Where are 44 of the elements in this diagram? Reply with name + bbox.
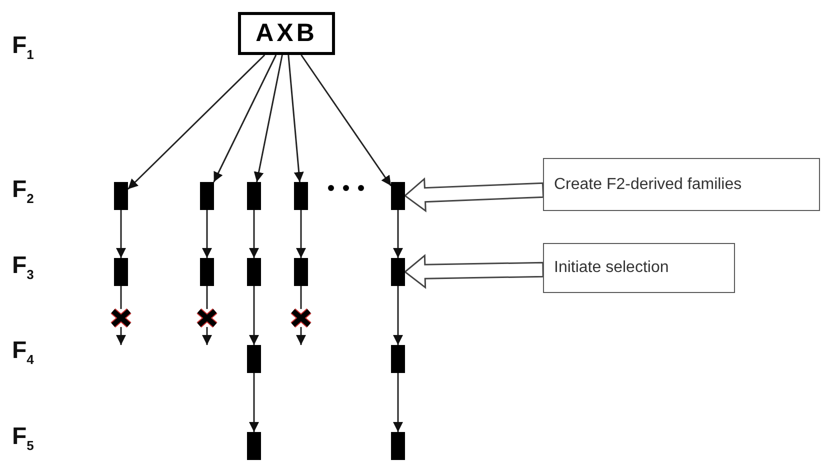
- arrow: [127, 54, 266, 190]
- cross-label-box: AXB: [238, 12, 335, 55]
- arrow: [116, 327, 126, 345]
- callout-box: Create F2-derived families: [543, 158, 820, 211]
- generation-bar: [200, 258, 214, 286]
- generation-bar: [114, 258, 128, 286]
- arrow: [296, 327, 306, 345]
- arrow: [249, 210, 259, 258]
- generation-bar: [247, 432, 261, 460]
- cross-mark-icon: [291, 309, 311, 327]
- arrow: [393, 286, 403, 345]
- generation-bar: [247, 345, 261, 373]
- generation-label: F$_{2}$: [12, 176, 34, 206]
- arrow: [249, 373, 259, 432]
- generation-bar: [391, 182, 405, 210]
- arrow: [249, 286, 259, 345]
- generation-label: F$_{4}$: [12, 337, 34, 367]
- generation-bar: [391, 258, 405, 286]
- callout-box: Initiate selection: [543, 243, 735, 293]
- arrow: [296, 210, 306, 258]
- arrow: [116, 210, 126, 258]
- arrow: [288, 54, 304, 182]
- generation-bar: [200, 182, 214, 210]
- arrow: [254, 54, 283, 182]
- generation-bar: [391, 345, 405, 373]
- arrow: [300, 54, 392, 186]
- generation-bar: [391, 432, 405, 460]
- cross-mark-icon: [111, 309, 131, 327]
- generation-bar: [294, 258, 308, 286]
- generation-bar: [294, 182, 308, 210]
- generation-label: F$_{5}$: [12, 423, 34, 453]
- generation-bar: [247, 258, 261, 286]
- arrow: [202, 210, 212, 258]
- cross-mark-icon: [197, 309, 217, 327]
- generation-label: F$_{1}$: [12, 32, 34, 62]
- arrow: [202, 327, 212, 345]
- generation-bar: [114, 182, 128, 210]
- hollow-arrow: [404, 177, 544, 212]
- generation-bar: [247, 182, 261, 210]
- hollow-arrow: [404, 254, 544, 290]
- arrow: [393, 373, 403, 432]
- generation-label: F$_{3}$: [12, 252, 34, 282]
- arrow: [393, 210, 403, 258]
- arrow: [213, 54, 277, 182]
